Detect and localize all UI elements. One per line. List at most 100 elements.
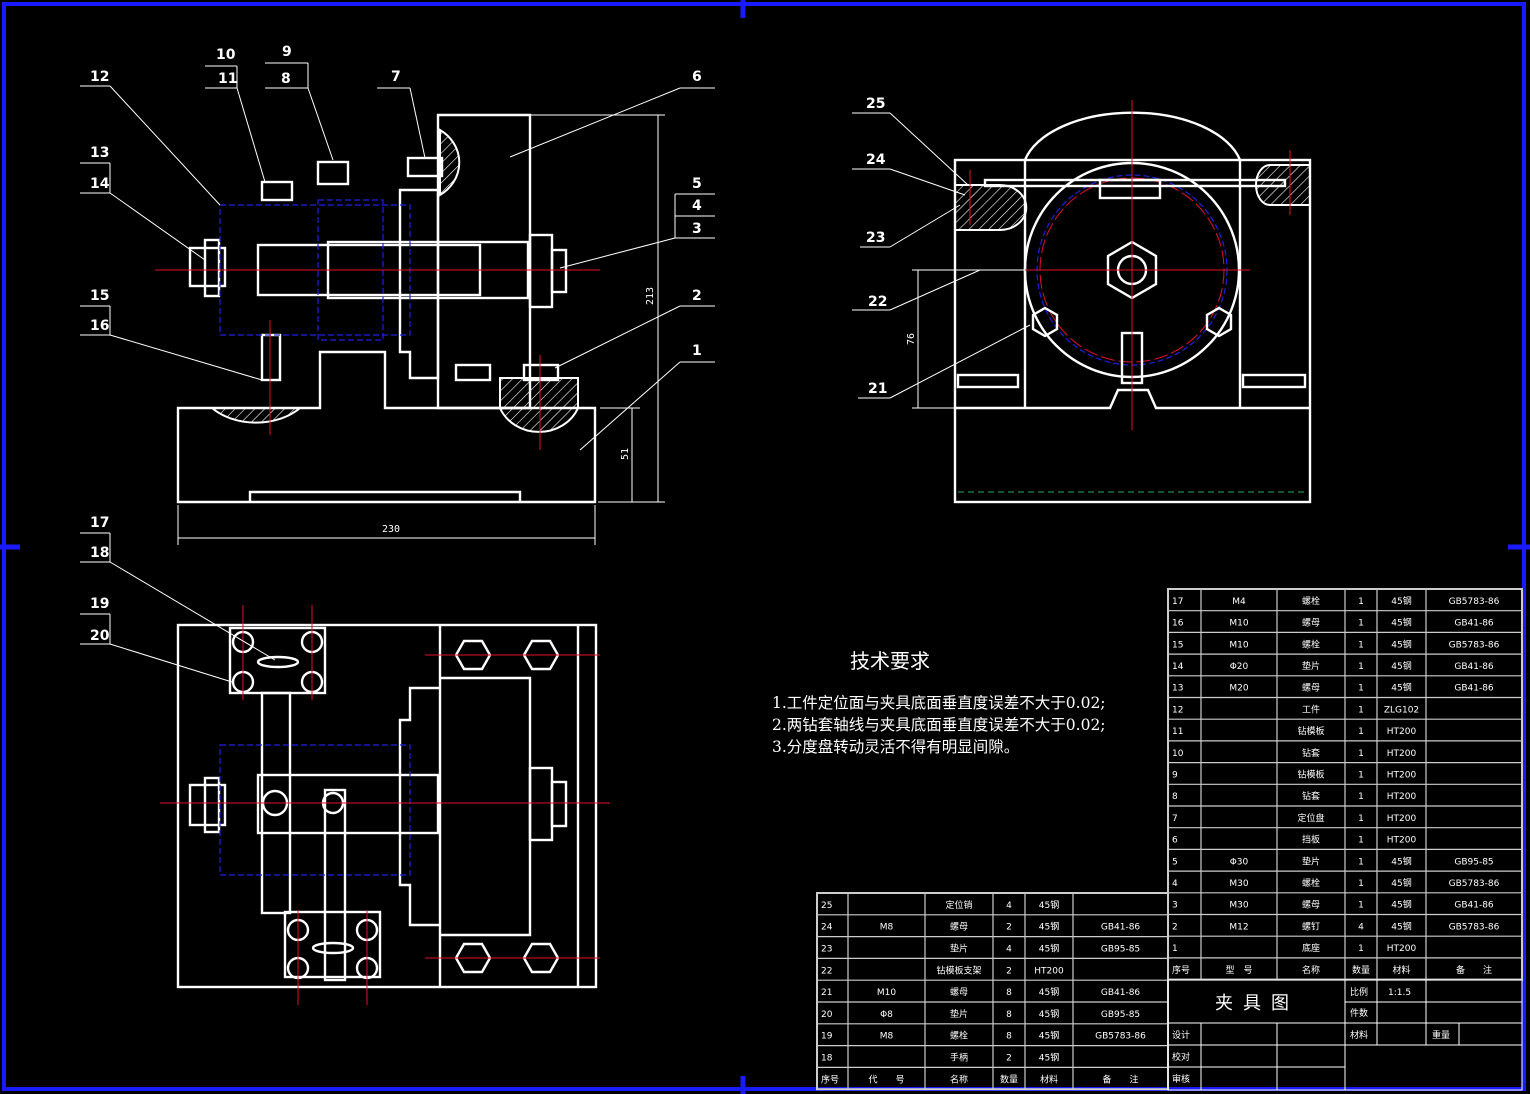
table-cell: 1	[1358, 792, 1364, 802]
table-cell: 1	[1358, 749, 1364, 759]
table-cell: 45钢	[1039, 943, 1059, 955]
callout: 17	[90, 515, 109, 531]
table-cell: 8	[1006, 1032, 1012, 1042]
table-cell: 45钢	[1391, 920, 1411, 932]
table-cell: 序号	[821, 1073, 839, 1085]
table-cell: 45钢	[1039, 1052, 1059, 1064]
table-cell: 序号	[1172, 964, 1190, 976]
side-view	[852, 100, 1312, 504]
table-cell: 10	[1172, 749, 1184, 759]
table-cell: 4	[1006, 901, 1012, 911]
table-cell: 钻模板	[1297, 725, 1324, 737]
callout: 25	[866, 96, 885, 112]
table-cell: 13	[1172, 684, 1183, 694]
table-cell: GB5783-86	[1449, 640, 1500, 650]
table-cell: GB95-85	[1101, 1010, 1140, 1020]
table-cell: 2	[1172, 922, 1178, 932]
table-cell: M30	[1229, 879, 1248, 889]
table-cell: 8	[1006, 1010, 1012, 1020]
table-cell: GB41-86	[1454, 662, 1494, 672]
table-cell: 螺母	[1302, 900, 1320, 911]
table-cell: 22	[821, 966, 832, 976]
table-cell: 1	[1358, 640, 1364, 650]
table-cell: 钻套	[1302, 790, 1320, 802]
table-cell: HT200	[1387, 814, 1417, 824]
dimension-height-total: 213	[645, 287, 656, 305]
callout: 8	[281, 71, 291, 87]
table-cell: M10	[1229, 619, 1248, 629]
table-cell: 11	[1172, 727, 1183, 737]
tech-requirement-item: 3.分度盘转动灵活不得有明显间隙。	[772, 738, 1020, 756]
callout: 5	[692, 176, 702, 192]
callout: 7	[391, 69, 401, 85]
tech-requirement-item: 1.工件定位面与夹具底面垂直度误差不大于0.02;	[772, 694, 1106, 712]
table-cell: HT200	[1387, 770, 1417, 780]
tech-requirements-title: 技术要求	[850, 649, 930, 673]
table-cell: GB5783-86	[1449, 597, 1500, 607]
table-cell: 7	[1172, 814, 1178, 824]
callout: 6	[692, 69, 702, 85]
table-cell: 6	[1172, 836, 1178, 846]
table-cell: GB41-86	[1454, 684, 1494, 694]
callout: 22	[868, 294, 887, 310]
dimension-width: 230	[382, 524, 400, 535]
tech-requirement-item: 2.两钻套轴线与夹具底面垂直度误差不大于0.02;	[772, 716, 1106, 734]
table-cell: M30	[1229, 901, 1248, 911]
table-cell: 数量	[1352, 964, 1370, 976]
callout: 24	[866, 152, 886, 168]
table-cell: GB95-85	[1454, 857, 1493, 867]
callout: 14	[90, 176, 110, 192]
table-cell: 1	[1358, 662, 1364, 672]
top-view	[80, 532, 610, 1005]
callouts: 12 10 11 9 8 7 6 13 14 5 4 3 15 16 2 1 2…	[90, 44, 887, 644]
table-cell: M20	[1229, 684, 1248, 694]
callout: 20	[90, 628, 110, 644]
table-cell: 手柄	[950, 1052, 968, 1064]
table-cell: HT200	[1387, 727, 1417, 737]
table-cell: M12	[1229, 922, 1248, 932]
callout: 4	[692, 198, 702, 214]
callout: 1	[692, 343, 702, 359]
callout: 21	[868, 381, 887, 397]
callout: 2	[692, 288, 702, 304]
table-cell: 1	[1358, 727, 1364, 737]
table-cell: 钻套	[1302, 747, 1320, 759]
table-cell: GB5783-86	[1449, 879, 1500, 889]
table-cell: 备 注	[1102, 1073, 1138, 1085]
table-cell: 1	[1358, 879, 1364, 889]
callout: 13	[90, 145, 109, 161]
table-cell: 垫片	[950, 943, 968, 955]
table-cell: 1	[1358, 944, 1364, 954]
table-cell: 45钢	[1391, 638, 1411, 650]
table-cell: M10	[1229, 640, 1248, 650]
dimension-side-height: 76	[906, 333, 917, 345]
table-cell: 24	[821, 923, 833, 933]
table-cell: 14	[1172, 662, 1184, 672]
table-cell: GB41-86	[1101, 923, 1141, 933]
table-cell: 20	[821, 1010, 833, 1020]
table-cell: 12	[1172, 705, 1183, 715]
table-cell: 4	[1172, 879, 1178, 889]
check-label: 校对	[1172, 1051, 1190, 1063]
table-cell: 垫片	[1302, 855, 1320, 867]
table-cell: 定位盘	[1297, 812, 1324, 824]
callout: 11	[218, 71, 237, 87]
table-cell: 螺母	[950, 922, 968, 933]
table-cell: 1	[1358, 770, 1364, 780]
table-cell: GB5783-86	[1095, 1032, 1146, 1042]
table-cell: 名称	[950, 1073, 968, 1085]
table-cell: 45钢	[1391, 617, 1411, 629]
weight-label: 重量	[1432, 1029, 1450, 1041]
table-cell: 45钢	[1391, 877, 1411, 889]
